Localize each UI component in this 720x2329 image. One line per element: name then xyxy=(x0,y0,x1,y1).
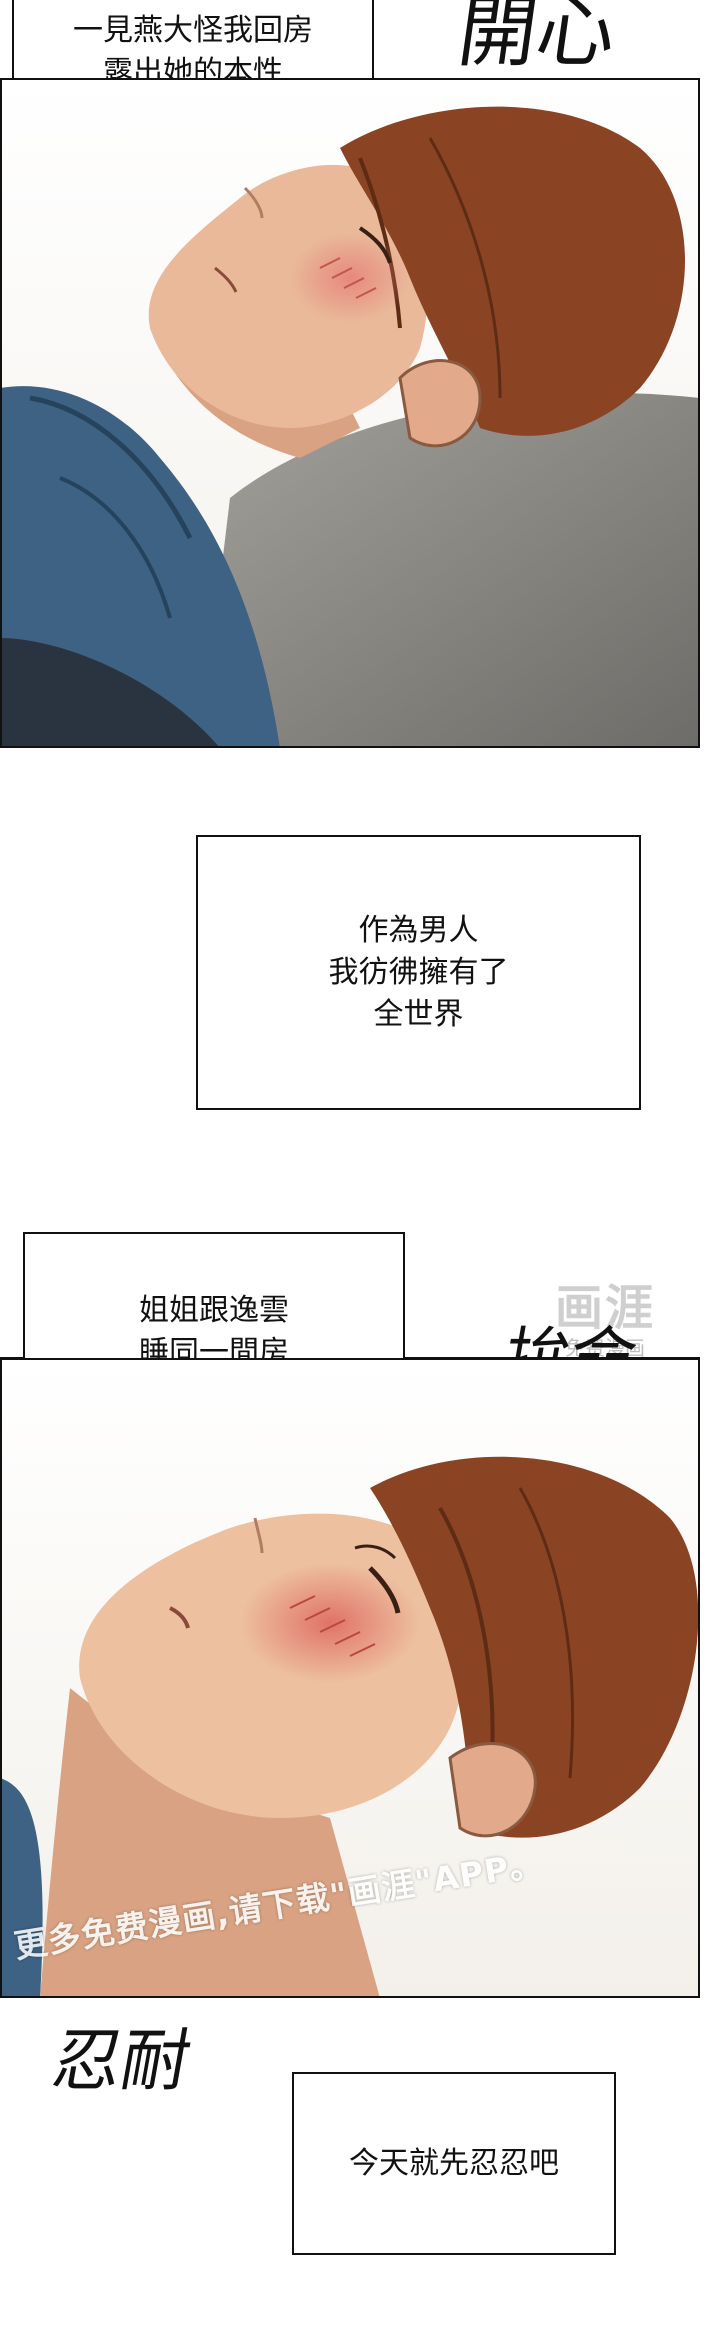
narration-box-bottom: 今天就先忍忍吧 xyxy=(292,2072,616,2255)
narration-line: 姐姐跟逸雲 xyxy=(139,1293,289,1328)
watermark-logo: 画涯 免费漫画 xyxy=(540,1268,670,1360)
watermark-logo-subtitle: 免费漫画 xyxy=(565,1336,645,1360)
sleeping-boy-illustration xyxy=(0,78,700,748)
narration-line: 作為男人 xyxy=(358,912,479,948)
narration-box-middle: 作為男人 我彷彿擁有了 全世界 xyxy=(196,835,641,1110)
narration-line: 全世界 xyxy=(373,996,464,1032)
blushing-boy-illustration xyxy=(0,1358,700,1998)
sfx-text-top: 開心 xyxy=(452,0,622,78)
watermark-logo-title: 画涯 xyxy=(554,1280,655,1336)
narration-line: 我彷彿擁有了 xyxy=(328,954,509,990)
narration-line: 今天就先忍忍吧 xyxy=(349,2145,559,2181)
panel-blushing-boy xyxy=(0,1358,700,1998)
narration-line: 一見燕大怪我回房 xyxy=(73,13,313,48)
sfx-text-bottom: 忍耐 xyxy=(46,2022,197,2101)
panel-sleeping-boy xyxy=(0,78,700,748)
